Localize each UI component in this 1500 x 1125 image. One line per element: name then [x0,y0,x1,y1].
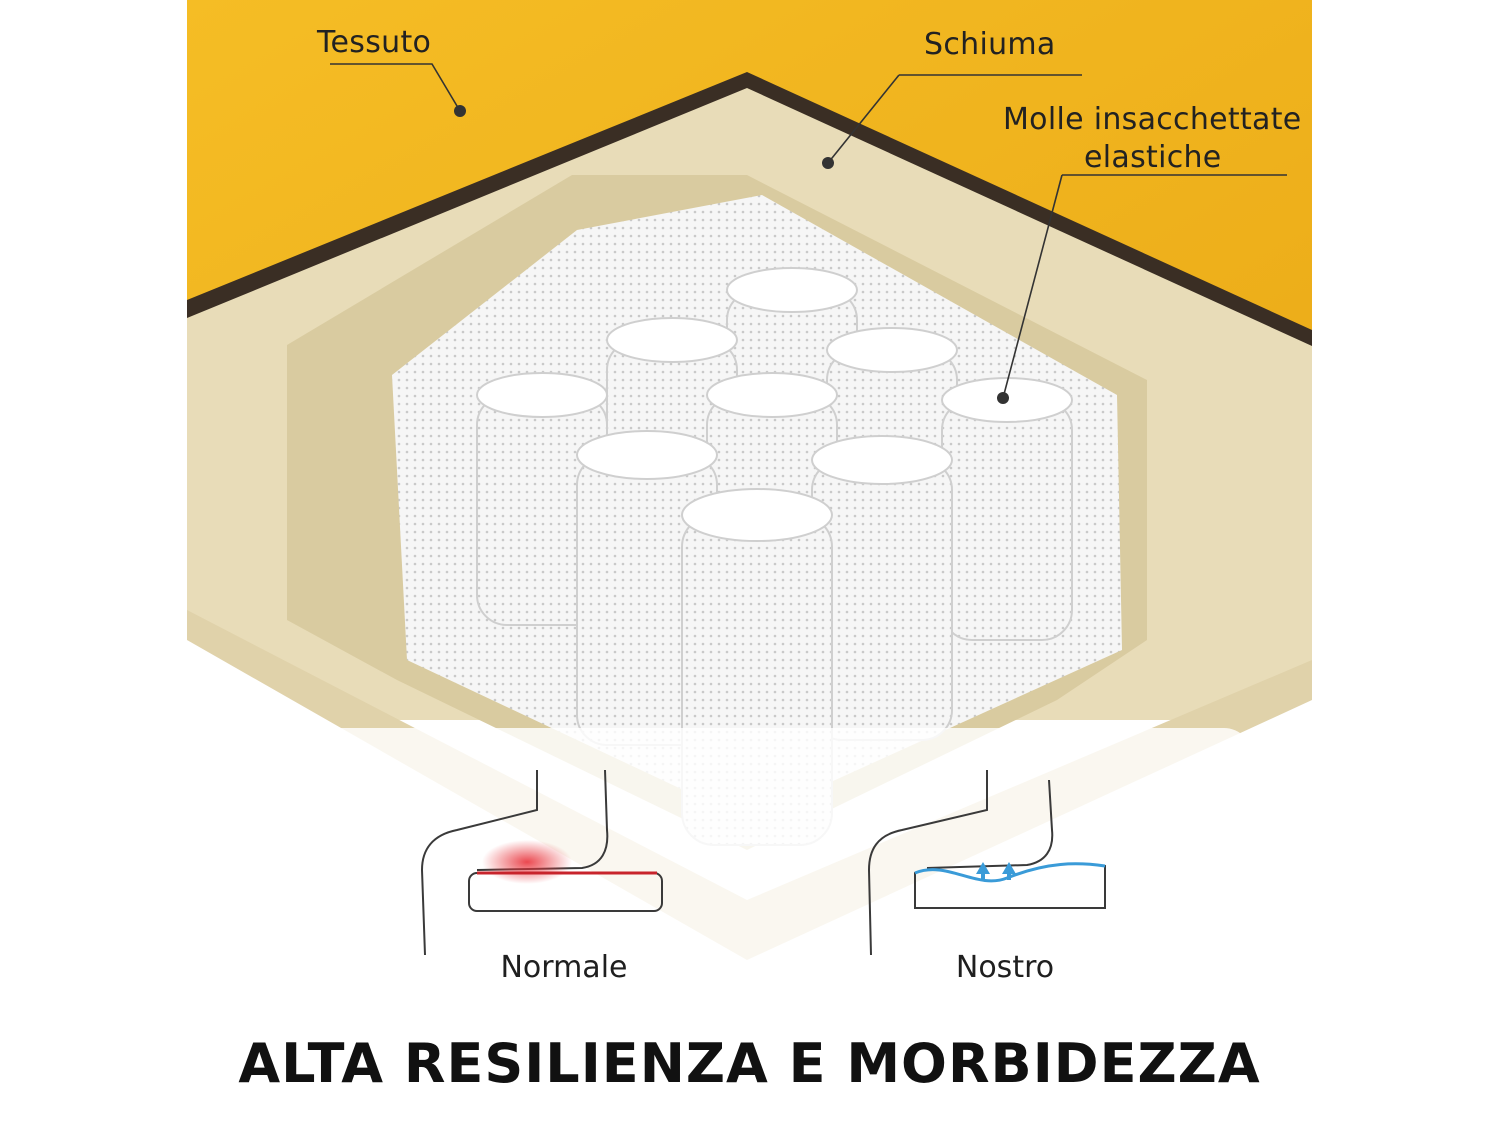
mattress-cutaway-svg [187,0,1312,1125]
foam-callout-dot [822,157,834,169]
springs-callout-dot [997,392,1009,404]
ours-label: Nostro [955,950,1055,985]
support-arrows-icon [976,862,1016,880]
springs-label-line2: elastiche [1084,140,1222,175]
fabric-label: Tessuto [317,25,432,60]
pressure-point-icon [482,840,572,884]
fabric-callout-dot [454,105,466,117]
product-illustration: Tessuto Schiuma Molle insacchettate elas… [187,0,1312,1125]
normal-label: Normale [500,950,628,985]
foam-label: Schiuma [924,27,1056,62]
springs-label-line1: Molle insacchettate [1003,102,1302,137]
callout-leaders [330,63,1287,399]
comparison-panel [252,728,1252,1003]
headline: ALTA RESILIENZA E MORBIDEZZA [238,1032,1261,1095]
